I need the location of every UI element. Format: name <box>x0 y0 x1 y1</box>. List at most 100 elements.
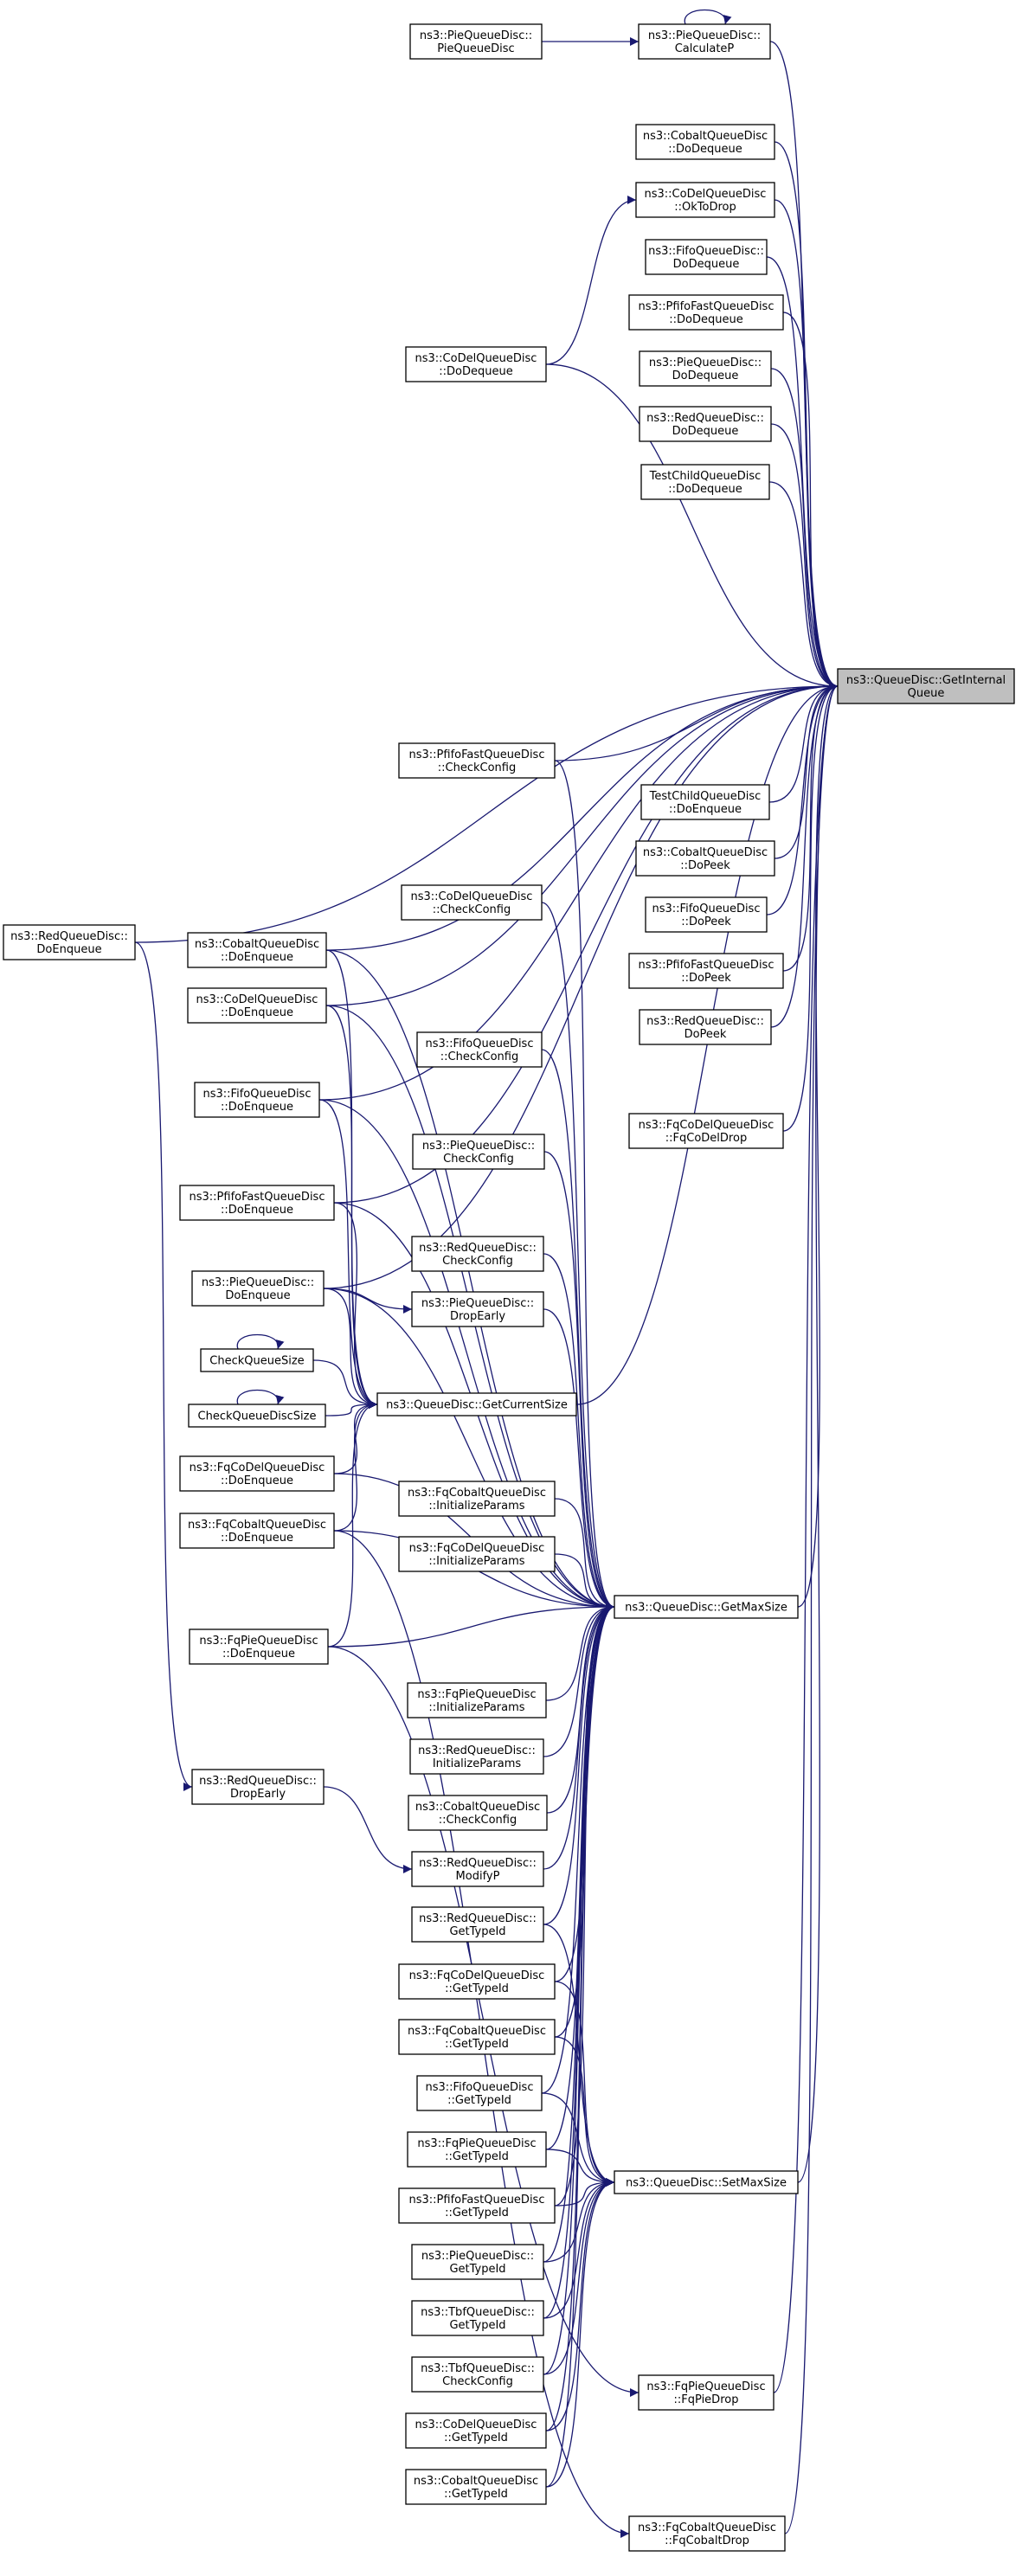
graph-node-codel-typeid[interactable]: ns3::CoDelQueueDisc::GetTypeId <box>405 2412 547 2449</box>
graph-node-test-deq[interactable]: TestChildQueueDisc::DoDequeue <box>640 464 770 500</box>
node-box <box>638 2374 775 2411</box>
graph-node-codel-checkcfg[interactable]: ns3::CoDelQueueDisc::CheckConfig <box>401 884 543 921</box>
graph-node-pqd-ctor[interactable]: ns3::PieQueueDisc::PieQueueDisc <box>409 23 543 60</box>
graph-node-pfifo-checkcfg[interactable]: ns3::PfifoFastQueueDisc::CheckConfig <box>398 742 556 779</box>
graph-node-pfifo-enq[interactable]: ns3::PfifoFastQueueDisc::DoEnqueue <box>179 1185 335 1221</box>
node-label: ns3::FqPieQueueDisc <box>199 1635 318 1648</box>
graph-node-red-enq[interactable]: ns3::RedQueueDisc::DoEnqueue <box>3 924 136 960</box>
node-box <box>614 1595 799 1619</box>
graph-node-get-max-size[interactable]: ns3::QueueDisc::GetMaxSize <box>614 1595 799 1619</box>
graph-node-red-modifyp[interactable]: ns3::RedQueueDisc::ModifyP <box>411 1851 544 1887</box>
graph-node-cobalt-checkcfg[interactable]: ns3::CobaltQueueDisc::CheckConfig <box>408 1795 548 1831</box>
node-box <box>638 23 771 60</box>
node-box <box>411 1906 544 1943</box>
node-label: ns3::FqCoDelQueueDisc <box>409 1542 545 1555</box>
node-label: ns3::FqPieQueueDisc <box>646 2380 765 2393</box>
graph-node-cobalt-typeid[interactable]: ns3::CobaltQueueDisc::GetTypeId <box>405 2469 547 2505</box>
graph-node-pfifo-deq[interactable]: ns3::PfifoFastQueueDisc::DoDequeue <box>628 294 784 331</box>
graph-node-pfifo-typeid[interactable]: ns3::PfifoFastQueueDisc::GetTypeId <box>398 2187 556 2224</box>
node-box <box>191 1270 325 1307</box>
graph-node-fqpie-init[interactable]: ns3::FqPieQueueDisc::InitializeParams <box>407 1682 547 1718</box>
graph-node-fifo-enq[interactable]: ns3::FifoQueueDisc::DoEnqueue <box>194 1082 320 1118</box>
graph-node-fqcobalt-init[interactable]: ns3::FqCobaltQueueDisc::InitializeParams <box>398 1481 556 1517</box>
graph-node-cobalt-enq[interactable]: ns3::CobaltQueueDisc::DoEnqueue <box>187 932 327 968</box>
graph-node-get-current-size[interactable]: ns3::QueueDisc::GetCurrentSize <box>376 1392 577 1416</box>
graph-node-fqcobalt-enq[interactable]: ns3::FqCobaltQueueDisc::DoEnqueue <box>179 1513 335 1549</box>
call-edge <box>545 1603 615 2488</box>
graph-node-cobalt-peek[interactable]: ns3::CobaltQueueDisc::DoPeek <box>635 840 775 877</box>
node-box <box>3 924 136 960</box>
call-edge <box>782 682 839 1132</box>
node-label: ::DoDequeue <box>669 313 742 326</box>
graph-node-fqpie-typeid[interactable]: ns3::FqPieQueueDisc::GetTypeId <box>407 2131 547 2168</box>
graph-node-pie-typeid[interactable]: ns3::PieQueueDisc::GetTypeId <box>411 2244 544 2280</box>
graph-node-check-queue-size[interactable]: CheckQueueSize <box>200 1348 314 1372</box>
node-label: ns3::CoDelQueueDisc <box>415 352 537 365</box>
graph-node-fifo-deq[interactable]: ns3::FifoQueueDisc::DoDequeue <box>645 239 768 275</box>
call-edge <box>333 682 839 1204</box>
graph-node-fqcodel-drop[interactable]: ns3::FqCoDelQueueDisc::FqCoDelDrop <box>628 1113 784 1149</box>
node-label: ns3::CoDelQueueDisc <box>645 188 767 201</box>
call-edge <box>325 1400 378 1416</box>
graph-node-codel-deq[interactable]: ns3::CoDelQueueDisc::DoDequeue <box>405 346 547 382</box>
call-edge <box>543 1603 615 1870</box>
edges <box>134 9 839 2538</box>
graph-node-fqcobalt-drop[interactable]: ns3::FqCobaltQueueDisc::FqCobaltDrop <box>628 2515 786 2552</box>
graph-node-red-deq[interactable]: ns3::RedQueueDisc::DoDequeue <box>639 406 772 442</box>
graph-node-tbf-checkcfg[interactable]: ns3::TbfQueueDisc::CheckConfig <box>411 2356 544 2393</box>
node-box <box>398 2019 556 2055</box>
node-label: ::DoEnqueue <box>221 1204 293 1217</box>
graph-node-tbf-typeid[interactable]: ns3::TbfQueueDisc::GetTypeId <box>411 2300 544 2336</box>
graph-node-fqcobalt-typeid[interactable]: ns3::FqCobaltQueueDisc::GetTypeId <box>398 2019 556 2055</box>
graph-node-check-queue-disc-size[interactable]: CheckQueueDiscSize <box>188 1404 326 1428</box>
node-label: ::GetTypeId <box>445 2150 509 2163</box>
graph-node-fifo-checkcfg[interactable]: ns3::FifoQueueDisc::CheckConfig <box>416 1031 543 1068</box>
node-box <box>408 1795 548 1831</box>
graph-node-pqd-calcp[interactable]: ns3::PieQueueDisc::CalculateP <box>638 23 771 60</box>
graph-node-fqpie-enq[interactable]: ns3::FqPieQueueDisc::DoEnqueue <box>189 1628 329 1665</box>
graph-node-pie-dropearly[interactable]: ns3::PieQueueDisc::DropEarly <box>411 1291 544 1327</box>
node-label: ns3::CoDelQueueDisc <box>415 2419 537 2431</box>
graph-node-fifo-peek[interactable]: ns3::FifoQueueDisc::DoPeek <box>645 896 768 933</box>
graph-node-pfifo-peek[interactable]: ns3::PfifoFastQueueDisc::DoPeek <box>628 953 784 989</box>
node-label: ns3::FqCobaltQueueDisc <box>408 1487 546 1500</box>
graph-node-codel-oktodrop[interactable]: ns3::CoDelQueueDisc::OkToDrop <box>635 182 775 218</box>
graph-node-pie-deq[interactable]: ns3::PieQueueDisc::DoDequeue <box>639 350 772 387</box>
graph-node-red-typeid[interactable]: ns3::RedQueueDisc::GetTypeId <box>411 1906 544 1943</box>
call-edge <box>554 1981 615 2187</box>
node-box <box>401 884 543 921</box>
node-label: ns3::CobaltQueueDisc <box>195 938 319 951</box>
graph-node-red-peek[interactable]: ns3::RedQueueDisc::DoPeek <box>639 1009 772 1045</box>
graph-node-cobalt-deq[interactable]: ns3::CobaltQueueDisc::DoDequeue <box>635 124 775 160</box>
graph-node-fqcodel-typeid[interactable]: ns3::FqCoDelQueueDisc::GetTypeId <box>398 1963 556 2000</box>
graph-node-red-checkcfg[interactable]: ns3::RedQueueDisc::CheckConfig <box>411 1236 544 1272</box>
node-label: GetTypeId <box>449 1925 505 1938</box>
call-edge <box>545 196 637 365</box>
node-box <box>409 1738 544 1775</box>
node-box <box>189 1628 329 1665</box>
graph-node-codel-enq[interactable]: ns3::CoDelQueueDisc::DoEnqueue <box>187 987 327 1024</box>
graph-node-pie-checkcfg[interactable]: ns3::PieQueueDisc::CheckConfig <box>412 1134 545 1170</box>
call-edge <box>554 1553 615 1611</box>
graph-node-fifo-typeid[interactable]: ns3::FifoQueueDisc::GetTypeId <box>416 2075 543 2111</box>
graph-node-set-max-size[interactable]: ns3::QueueDisc::SetMaxSize <box>614 2170 799 2194</box>
call-edge <box>774 141 839 691</box>
node-label: ::GetTypeId <box>445 1982 509 1995</box>
graph-node-fqcodel-enq[interactable]: ns3::FqCoDelQueueDisc::DoEnqueue <box>179 1455 335 1492</box>
node-label: ::DoEnqueue <box>669 803 742 816</box>
node-label: ::CheckConfig <box>439 1814 517 1827</box>
graph-node-red-init[interactable]: ns3::RedQueueDisc::InitializeParams <box>409 1738 544 1775</box>
graph-node-fqcodel-init[interactable]: ns3::FqCoDelQueueDisc::InitializeParams <box>398 1536 556 1572</box>
call-edge <box>774 199 839 691</box>
graph-node-fqpie-drop[interactable]: ns3::FqPieQueueDisc::FqPieDrop <box>638 2374 775 2411</box>
graph-node-test-enq[interactable]: TestChildQueueDisc::DoEnqueue <box>640 784 770 820</box>
node-label: ns3::FifoQueueDisc:: <box>648 245 764 258</box>
node-label: ::DoEnqueue <box>222 1648 295 1661</box>
node-box <box>635 840 775 877</box>
node-label: DropEarly <box>230 1788 286 1801</box>
node-box <box>412 1134 545 1170</box>
graph-node-red-dropearly[interactable]: ns3::RedQueueDisc::DropEarly <box>191 1769 325 1805</box>
call-edge <box>543 1603 615 1925</box>
graph-node-pie-enq[interactable]: ns3::PieQueueDisc::DoEnqueue <box>191 1270 325 1307</box>
